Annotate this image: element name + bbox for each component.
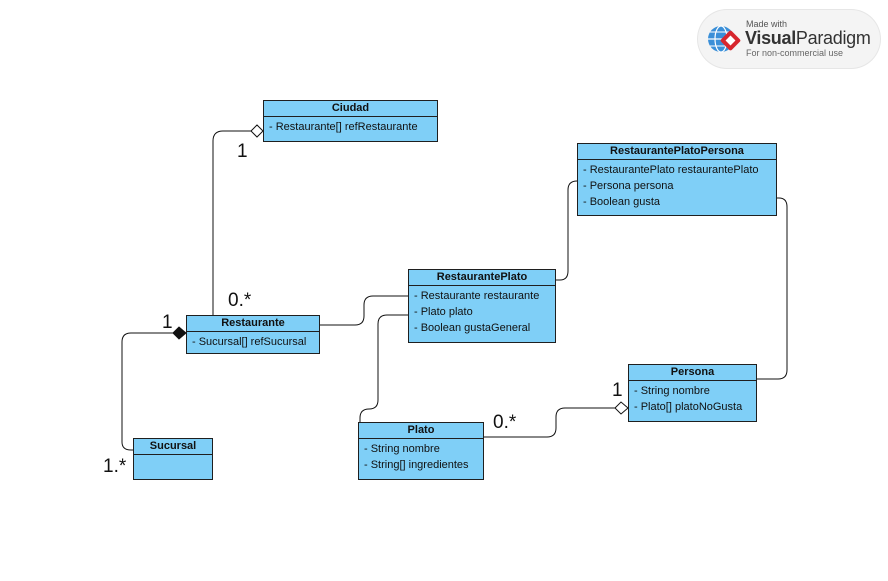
class-restauranteplatopersona[interactable]: RestaurantePlatoPersona - RestaurantePla… — [577, 143, 777, 216]
class-restauranteplato-attr: - Boolean gustaGeneral — [414, 322, 531, 334]
aggregation-diamond-ciudad — [250, 124, 264, 138]
class-restauranteplato-attr: - Plato plato — [414, 306, 473, 318]
class-rpp-attr: - RestaurantePlato restaurantePlato — [583, 164, 759, 176]
edge-restauranteplato-rpp — [556, 180, 578, 281]
multiplicity-sucursal: 1.* — [103, 456, 127, 477]
class-rpp-attr: - Boolean gusta — [583, 196, 661, 208]
composition-diamond-restaurante — [172, 326, 187, 340]
class-restaurante-attr: - Sucursal[] refSucursal — [192, 336, 307, 348]
watermark-brand: VisualParadigm — [745, 28, 871, 49]
watermark-brand-a: Visual — [745, 28, 796, 48]
edge-rpp-persona — [757, 197, 788, 380]
multiplicity-ciudad: 1 — [237, 141, 248, 162]
class-sucursal-name: Sucursal — [134, 439, 212, 455]
multiplicity-restaurante-composite: 1 — [162, 312, 173, 333]
edge-restaurante-sucursal — [121, 332, 173, 451]
class-restaurante[interactable]: Restaurante - Sucursal[] refSucursal — [186, 315, 320, 354]
class-plato-attr: - String nombre — [364, 443, 440, 455]
edge-restaurante-restauranteplato — [320, 295, 408, 326]
class-restauranteplato[interactable]: RestaurantePlato - Restaurante restauran… — [408, 269, 556, 343]
class-plato-name: Plato — [359, 423, 483, 439]
watermark-noncommercial: For non-commercial use — [746, 48, 844, 58]
class-persona-attr: - Plato[] platoNoGusta — [634, 401, 743, 413]
class-rpp-attr: - Persona persona — [583, 180, 674, 192]
class-persona[interactable]: Persona - String nombre - Plato[] platoN… — [628, 364, 757, 422]
class-restaurante-name: Restaurante — [187, 316, 319, 332]
class-plato-attr: - String[] ingredientes — [364, 459, 469, 471]
class-restauranteplato-attr: - Restaurante restaurante — [414, 290, 540, 302]
edge-restauranteplato-plato — [359, 314, 408, 422]
visual-paradigm-watermark: Made with VisualParadigm For non-commerc… — [698, 10, 880, 68]
class-ciudad-name: Ciudad — [264, 101, 437, 117]
watermark-brand-b: Paradigm — [795, 28, 871, 48]
class-persona-name: Persona — [629, 365, 756, 381]
multiplicity-persona: 1 — [612, 380, 623, 401]
watermark-made-with: Made with — [746, 19, 788, 29]
multiplicity-plato: 0.* — [493, 412, 517, 433]
aggregation-diamond-persona — [614, 401, 629, 415]
class-rpp-name: RestaurantePlatoPersona — [578, 144, 776, 160]
class-ciudad-attr: - Restaurante[] refRestaurante — [269, 121, 418, 133]
multiplicity-restaurante-ciudad: 0.* — [228, 290, 252, 311]
edge-ciudad-restaurante — [212, 130, 251, 316]
class-persona-attr: - String nombre — [634, 385, 710, 397]
class-restauranteplato-name: RestaurantePlato — [409, 270, 555, 286]
class-sucursal[interactable]: Sucursal — [133, 438, 213, 480]
visual-paradigm-logo-icon — [708, 25, 741, 53]
edge-plato-persona — [484, 407, 615, 438]
class-plato[interactable]: Plato - String nombre - String[] ingredi… — [358, 422, 484, 480]
class-ciudad[interactable]: Ciudad - Restaurante[] refRestaurante — [263, 100, 438, 142]
